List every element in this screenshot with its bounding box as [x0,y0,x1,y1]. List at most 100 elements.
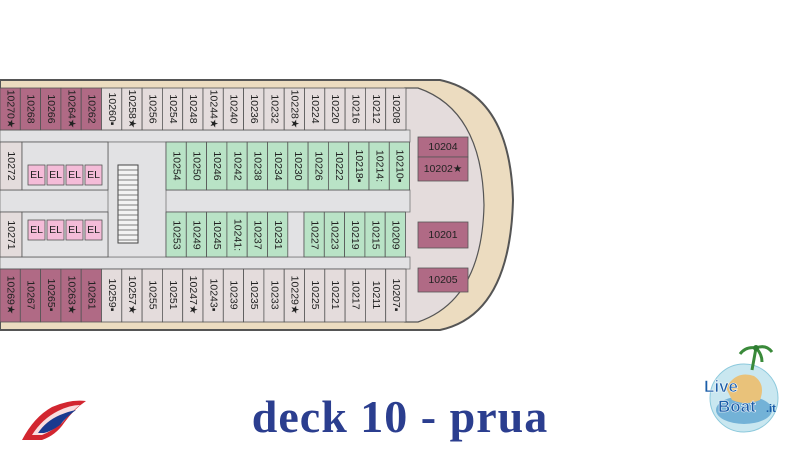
cabin-number: 10249 [191,220,203,249]
cabin-number: 10261 [86,280,98,309]
cabin-number: 10233 [268,280,280,309]
cabin-number: 10253 [170,220,182,249]
cabin-number: 10212 [370,94,382,123]
cabin-number: 10271 [5,220,17,249]
cabin-number: 10207▪ [390,279,402,312]
cabin-number: 10266 [45,94,57,123]
cabin-number: EL [49,224,62,236]
cabin-number: 10218▪ [353,150,365,183]
cabin-number: 10217 [349,280,361,309]
cabin-number: EL [68,224,81,236]
cabin-number: 10220 [329,94,341,123]
cabin-number: 10246 [211,151,223,180]
cabin-number: 10219 [349,220,361,249]
cabin-number: 10234 [272,151,284,180]
cabin-number: 10245 [211,220,223,249]
cabin-number: 10209 [390,220,402,249]
cabin-number: 10202★ [424,163,463,175]
cabin-number: 10230 [292,151,304,180]
cabin-number: 10241: [231,219,243,251]
cabin-number: 10201 [428,229,457,241]
cabin-number: 10244★ [207,90,219,129]
cabin-number: 10248 [187,94,199,123]
deck-caption: deck 10 - prua [251,391,549,442]
cabin-number: EL [87,169,100,181]
elevator [84,164,103,186]
corridor-bottom [0,256,411,270]
cabin-number: EL [87,224,100,236]
cabin-number: 10229★ [289,276,301,315]
cabin-inner-top [388,141,410,191]
cabin-number: 10227 [308,220,320,249]
cabin-number: 10223 [329,220,341,249]
cabin-number: 10251 [167,280,179,309]
cabin-number: EL [30,169,43,181]
cabin-number: 10211 [370,281,382,310]
staircase-steps [118,169,138,241]
cabin-inner-bottom [384,211,406,258]
cabin-number: 10259▪ [106,279,118,312]
cabin-number: 10258★ [126,90,138,129]
cabin-number: 10239 [228,280,240,309]
cabin-number: 10236 [248,94,260,123]
cabin-number: 10221 [329,280,341,309]
cabin-number: 10268 [25,94,37,123]
cabin-number: 10232 [268,94,280,123]
elevator [46,219,65,241]
cabins-layer [0,87,469,323]
cabin-number: 10237 [252,220,264,249]
cabin-number: 10254 [170,151,182,180]
cabin-number: 10260▪ [106,93,118,126]
carnival-funnel-logo [22,400,86,440]
cabin-number: 10270★ [4,90,16,129]
cabin-number: 10231 [272,220,284,249]
cabin-number: 10257★ [126,276,138,315]
corridor-top [0,129,411,143]
cabin-number: 10222 [333,151,345,180]
elevator [65,164,84,186]
cabin-number: 10216 [349,94,361,123]
cabin-bow-suite [417,267,469,293]
elevator [27,164,46,186]
cabin-number: 10238 [252,151,264,180]
liveboat-logo: Live Boat .it [704,345,779,433]
liveboat-text-suffix: .it [766,403,776,415]
cabin-number: 10242 [231,151,243,180]
cabin-number: 10256 [146,94,158,123]
cabin-number: 10250 [191,151,203,180]
cabin-number: 10262 [86,94,98,123]
liveboat-text-boat: Boat [718,397,756,416]
elevator [65,219,84,241]
cabin-number: EL [68,169,81,181]
cabin-number: 10228★ [289,90,301,129]
liveboat-text-live: Live [704,377,738,396]
cabin-bow-suite [417,156,469,182]
cabin-top-row [385,87,407,131]
cabin-number: 10208 [390,94,402,123]
cabin-number: 10254 [167,94,179,123]
cabin-number: 10226 [312,151,324,180]
staircase [117,164,139,244]
cabin-number: 10204 [428,141,457,153]
cabin-number: 10243▪ [207,279,219,312]
cabin-number: EL [49,169,62,181]
cabin-number: 10247★ [187,276,199,315]
cabin-number: 10225 [309,280,321,309]
cabin-inner-bottom [267,211,289,258]
cabin-number: 10263★ [65,276,77,315]
cabin-number: 10267 [25,280,37,309]
cabin-number: 10255 [146,280,158,309]
cabin-number: 10272 [5,151,17,180]
cabin-number: 10265▪ [45,279,57,312]
cabin-number: 10240 [228,94,240,123]
cabin-bottom-row [385,268,407,323]
elevator [27,219,46,241]
elevator [84,219,103,241]
cabin-number: 10214: [373,150,385,182]
cabin-number: 10205 [428,274,457,286]
elevator [46,164,65,186]
corridor-middle [0,189,411,213]
cabin-number: 10235 [248,280,260,309]
